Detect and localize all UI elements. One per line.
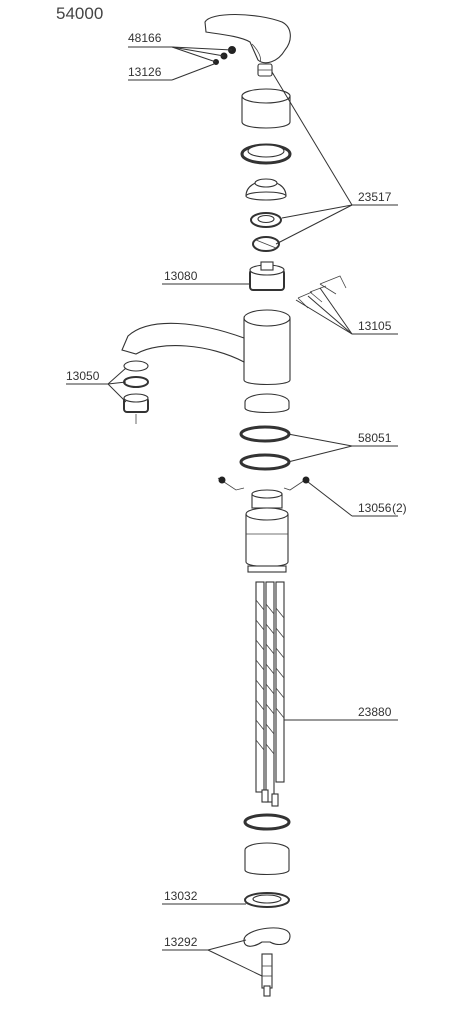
aerator [123,360,149,424]
knurled-ring [240,143,292,165]
base-body [245,489,289,573]
cartridge [249,261,285,291]
check-valves [217,476,310,491]
dome-nut [245,178,287,201]
small-ring [250,212,282,228]
label-13056-qty: (2) [392,501,407,515]
label-48166: 48166 [128,31,162,45]
label-13080: 13080 [164,269,198,283]
leader-lines [66,46,398,977]
label-13056: 13056 [358,501,392,515]
lever-handle [204,13,291,65]
label-13105: 13105 [358,319,392,333]
cover-cap [241,88,291,129]
label-23880: 23880 [358,705,392,719]
horseshoe-plate-and-stud [243,927,291,997]
spline-adapter [252,236,280,252]
label-13292: 13292 [164,935,198,949]
mounting-flange [244,842,290,876]
label-13126: 13126 [128,65,162,79]
spout-base-cap [244,393,290,414]
washer [244,892,290,908]
lower-o-ring [243,813,291,831]
diagram-title: 54000 [56,4,104,23]
part-labels: 48166 13126 23517 13080 13105 13050 5805… [66,31,407,949]
spout-body [121,309,291,386]
o-rings [239,425,291,471]
label-13032: 13032 [164,889,198,903]
retaining-clips [297,275,347,309]
handle-screw [257,63,273,77]
label-23517: 23517 [358,190,392,204]
label-58051: 58051 [358,431,392,445]
label-13050: 13050 [66,369,100,383]
braided-hoses [255,581,285,807]
